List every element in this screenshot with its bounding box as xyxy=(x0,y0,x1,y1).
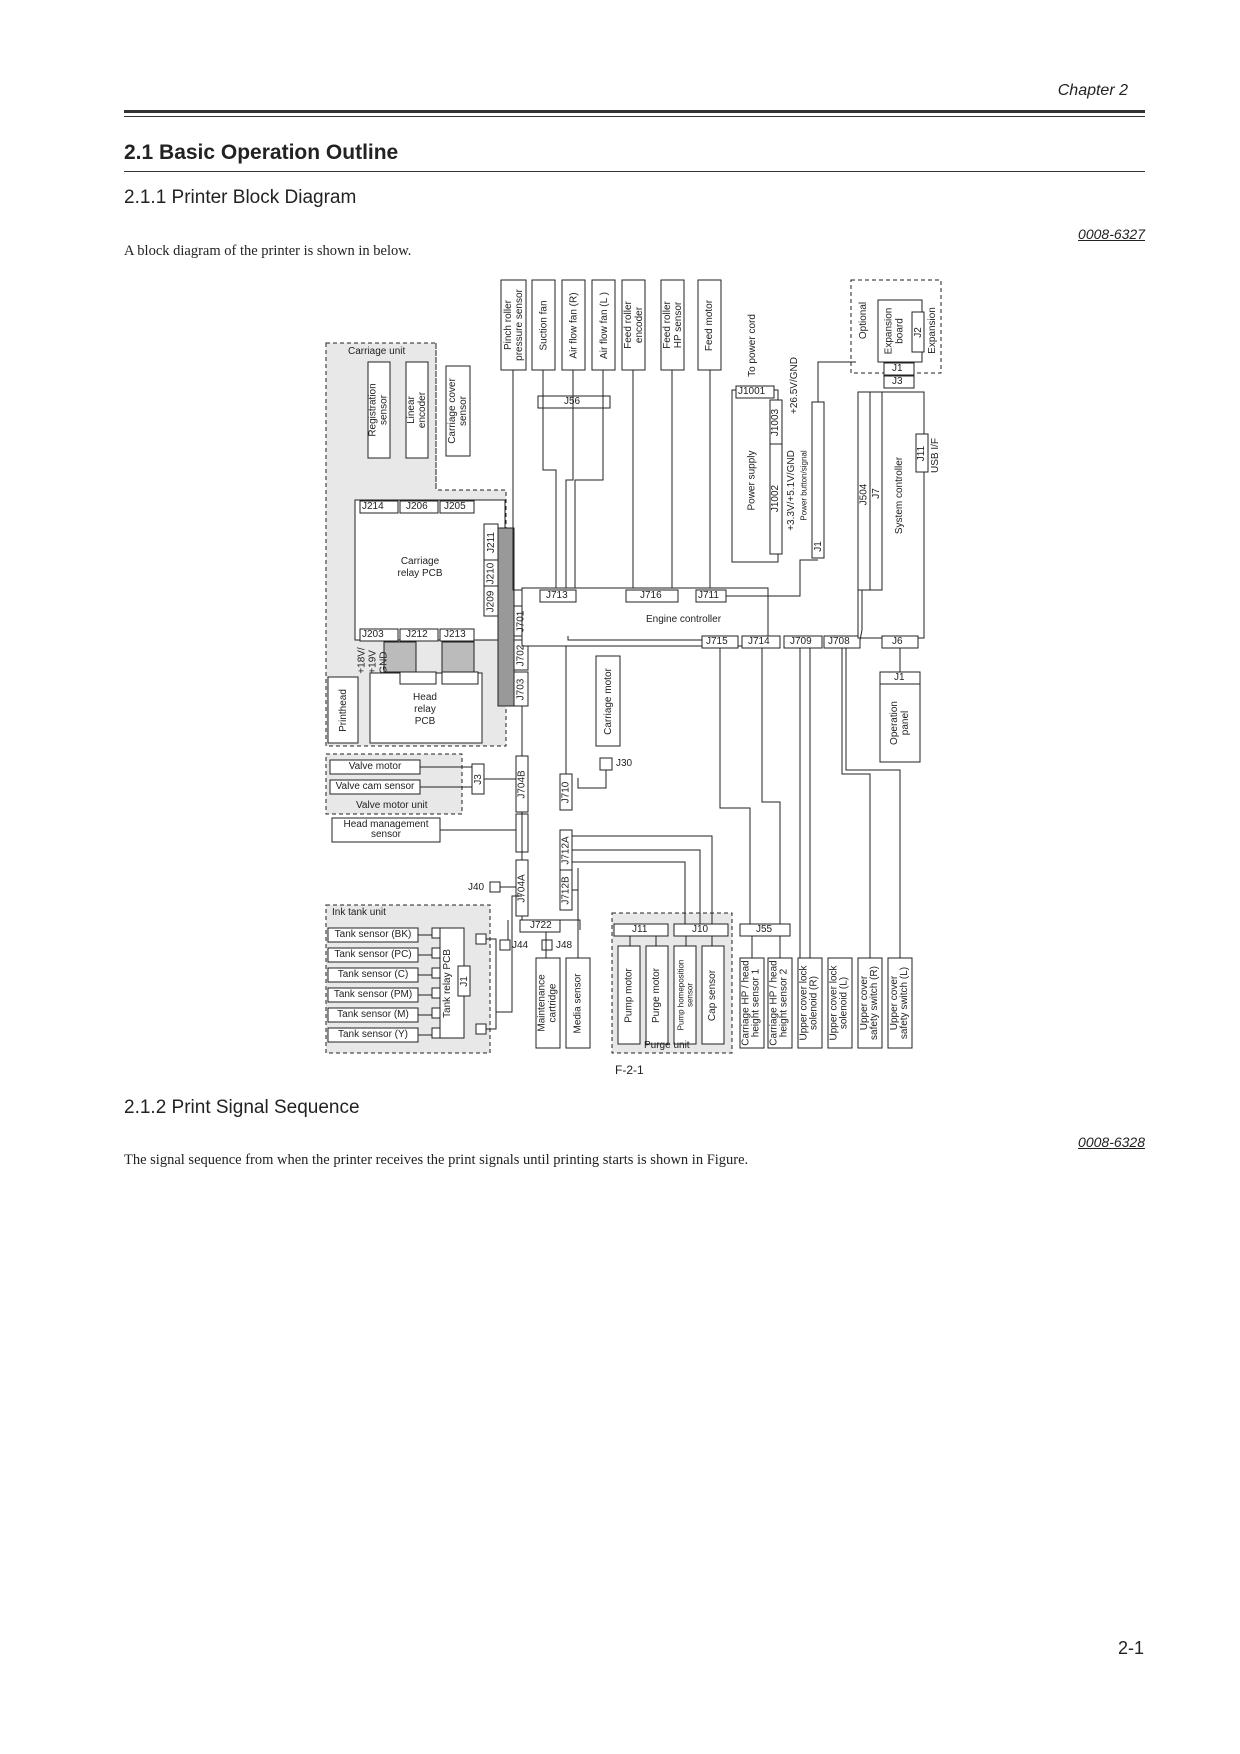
subsection-title: 2.1.1 Printer Block Diagram xyxy=(124,187,357,208)
header-rule xyxy=(124,110,1145,113)
header-rule-thin xyxy=(124,116,1145,117)
section-title: 2.1 Basic Operation Outline xyxy=(124,141,399,164)
chapter-label: Chapter 2 xyxy=(1057,82,1128,99)
page-number: 2-1 xyxy=(1117,1638,1144,1658)
document-id-2[interactable]: 0008-6328 xyxy=(1078,1134,1145,1150)
subsection-title-2: 2.1.2 Print Signal Sequence xyxy=(124,1097,360,1118)
paragraph: A block diagram of the printer is shown … xyxy=(124,243,412,259)
paragraph-2: The signal sequence from when the printe… xyxy=(124,1152,749,1168)
tank-sensors xyxy=(327,927,443,1043)
figure-caption: F-2-1 xyxy=(615,1063,644,1077)
section-rule xyxy=(124,171,1145,172)
document-id[interactable]: 0008-6327 xyxy=(1078,226,1145,242)
